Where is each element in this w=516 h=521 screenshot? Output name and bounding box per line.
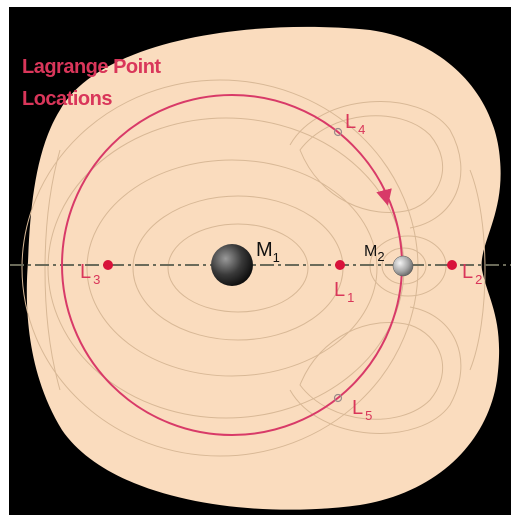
l2-point-marker <box>447 260 457 270</box>
l3-point-marker <box>103 260 113 270</box>
l4-point-marker <box>333 127 343 137</box>
l5-point-marker <box>333 393 343 403</box>
m1-label: M1 <box>256 239 280 265</box>
m2-label: M2 <box>364 243 385 264</box>
l1-point-marker <box>335 260 345 270</box>
potential-field <box>26 26 501 510</box>
diagram-title-line-2: Locations <box>22 88 112 110</box>
diagram-title-line-1: Lagrange Point <box>22 56 161 78</box>
orbit-direction-arrow <box>376 188 392 206</box>
contour-lines <box>21 79 486 457</box>
secondary-mass-m2 <box>392 255 414 277</box>
primary-mass-m1 <box>211 244 253 286</box>
